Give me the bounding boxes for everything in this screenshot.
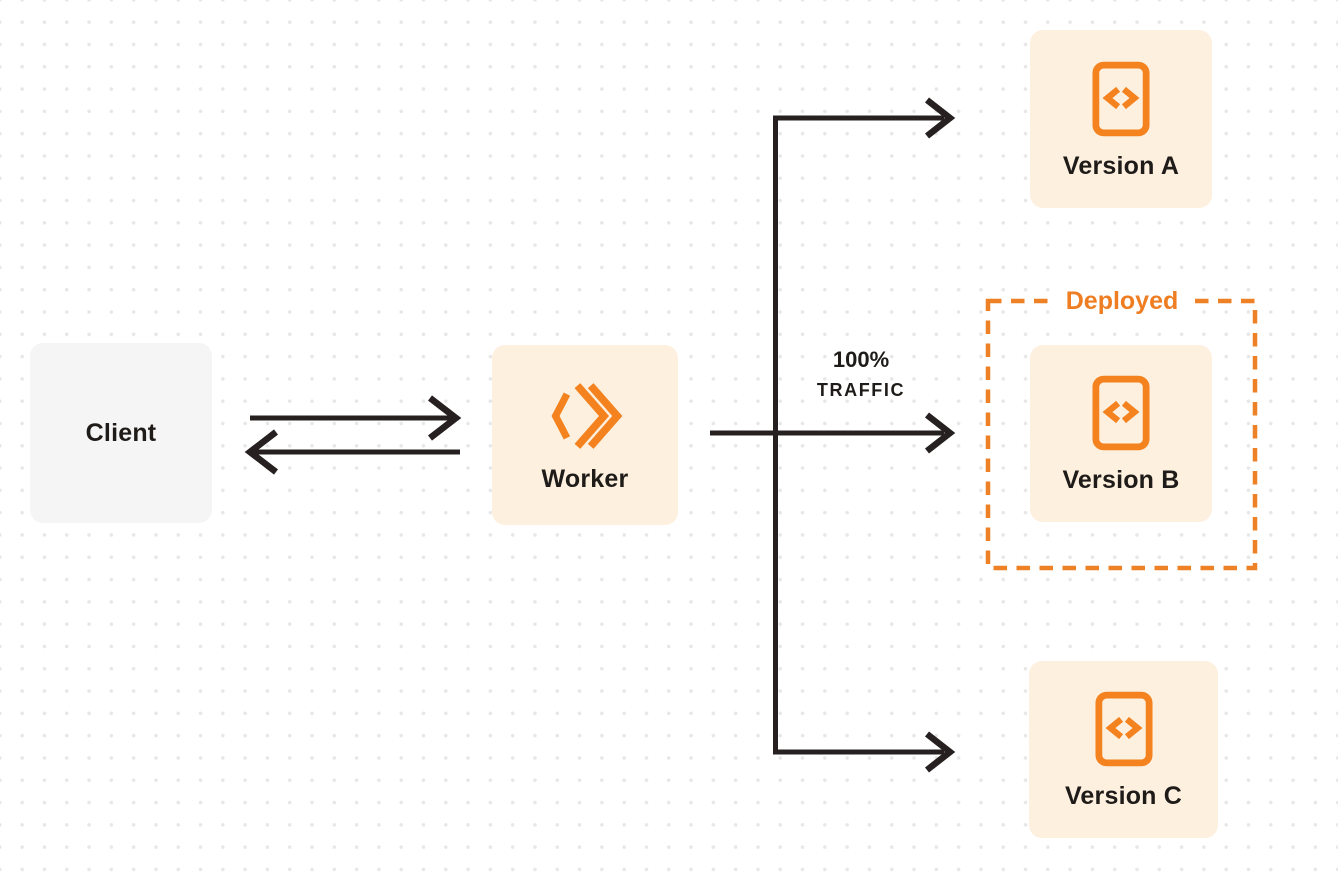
node-worker: Worker <box>492 345 678 525</box>
arrowhead-to-version-c <box>924 731 956 773</box>
traffic-annotation: 100% TRAFFIC <box>786 347 936 400</box>
node-version-c: Version C <box>1029 661 1218 838</box>
code-file-icon <box>1094 690 1153 768</box>
version-b-label: Version B <box>1062 466 1180 494</box>
code-file-icon <box>1092 374 1150 452</box>
code-file-icon <box>1092 60 1150 138</box>
version-a-label: Version A <box>1062 151 1180 180</box>
node-version-a: Version A <box>1030 30 1212 208</box>
arrow-worker-to-client <box>244 429 460 475</box>
version-c-label: Version C <box>1064 782 1183 810</box>
traffic-word-text: TRAFFIC <box>816 380 906 400</box>
traffic-percent-text: 100% <box>832 347 890 372</box>
worker-label: Worker <box>541 465 629 493</box>
deployed-label: Deployed <box>1051 286 1193 316</box>
arrow-client-to-worker <box>250 395 462 441</box>
arrow-worker-branch-trunk <box>773 115 944 755</box>
cloudflare-workers-icon <box>547 378 623 454</box>
client-label: Client <box>85 418 157 447</box>
arrow-worker-to-version-b <box>710 412 956 454</box>
arrowhead-to-version-a <box>924 97 956 139</box>
node-version-b: Version B <box>1030 345 1212 522</box>
node-client: Client <box>30 343 212 523</box>
